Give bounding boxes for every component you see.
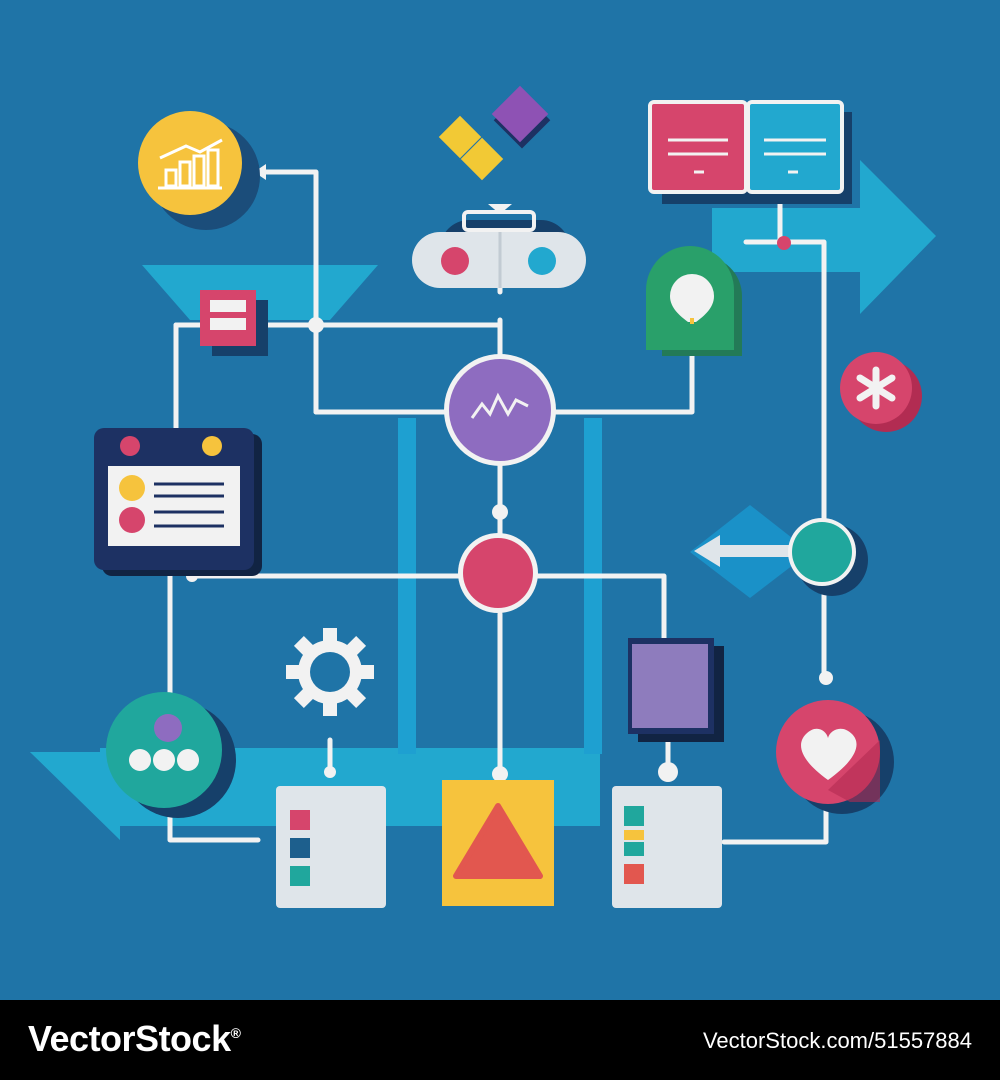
waveform-node: [444, 354, 556, 466]
heart-icon: [801, 728, 857, 780]
footer-bar: VectorStock® VectorStock.com/51557884: [0, 1000, 1000, 1080]
list-panel-left: [276, 786, 386, 908]
brand-text: VectorStock: [28, 1018, 231, 1059]
arrow-left-icon: [694, 535, 800, 567]
bar-chart-icon: [158, 138, 223, 190]
vertical-stripe-right: [584, 418, 602, 754]
bar-chart-badge: [138, 111, 260, 230]
gear-icon: [286, 628, 374, 716]
list-panel-right: [612, 786, 722, 908]
footer-brand: VectorStock®: [28, 1018, 241, 1060]
vertical-stripe-left: [398, 418, 416, 754]
right-big-arrow: [712, 160, 936, 314]
users-icon: [129, 714, 199, 771]
calendar-card-icon: [94, 428, 262, 576]
teal-node: [694, 518, 868, 596]
footer-image-id: VectorStock.com/51557884: [702, 1028, 972, 1053]
brand-registered-mark: ®: [230, 1025, 241, 1041]
list-block: [200, 290, 268, 356]
waveform-icon: [470, 392, 529, 419]
hub-node-icon: [458, 533, 538, 613]
flowchart-illustration: [30, 85, 936, 908]
purple-block: [628, 638, 724, 742]
heart-badge: [776, 700, 894, 814]
asterisk-icon: [856, 366, 896, 410]
warning-panel: [442, 780, 554, 906]
users-badge: [106, 692, 236, 818]
diamond-blocks-icon: [438, 85, 551, 181]
flowchart-canvas: [30, 85, 936, 908]
asterisk-badge: [840, 352, 922, 432]
warning-triangle-icon: [453, 803, 543, 879]
lightbulb-icon: [670, 274, 714, 324]
dual-screen-icon: [648, 100, 852, 250]
toggle-switch-icon: [412, 210, 586, 288]
lightbulb-badge: [646, 246, 742, 356]
